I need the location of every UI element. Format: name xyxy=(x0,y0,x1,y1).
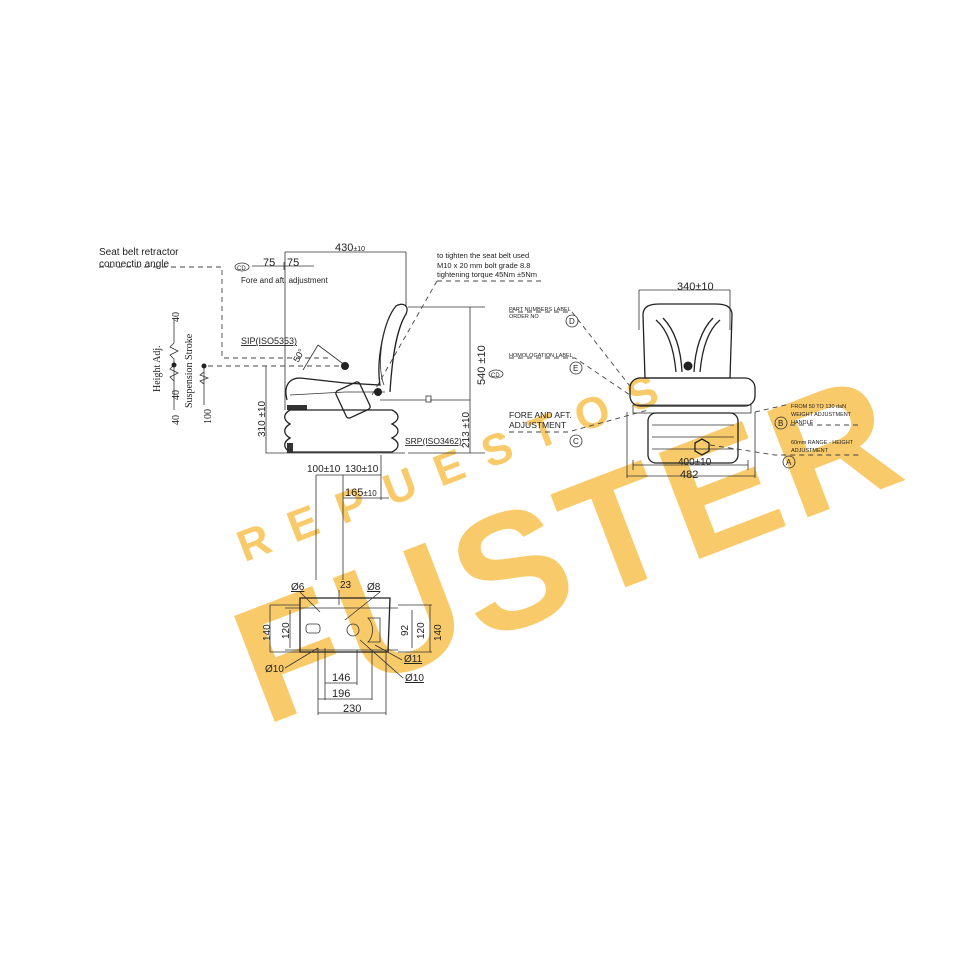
srp-label: SRP(ISO3462) xyxy=(405,436,462,446)
height-dim: 540 ±10 xyxy=(476,345,488,385)
cd-mark: CD xyxy=(237,266,246,272)
dim-100: 100±10 xyxy=(307,464,341,475)
height-adj-bottom: 40 xyxy=(171,415,182,425)
fore-aft-right: 75 xyxy=(287,257,299,269)
svg-text:A: A xyxy=(786,458,792,467)
suspension-label: Suspension Stroke xyxy=(184,333,195,408)
callout-a: A xyxy=(782,455,796,469)
seat-side-drawing xyxy=(284,303,432,453)
part-numbers-label: PART NUMBERS LABEL xyxy=(509,307,571,313)
fore-aft-2: ADJUSTMENT xyxy=(509,420,566,430)
watermark: REPUESTOS FUSTER xyxy=(211,337,927,758)
height-adj-top: 40 xyxy=(171,390,182,400)
weight-2: WEIGHT ADJUSTMENT xyxy=(791,412,852,418)
dim-23: 23 xyxy=(340,580,352,591)
right-92: 92 xyxy=(400,624,411,636)
height-adj-top-value: 40 xyxy=(171,312,182,322)
width-top: 340±10 xyxy=(677,281,714,293)
retractor-label-1: Seat belt retractor xyxy=(99,247,179,258)
base-height: 310 ±10 xyxy=(257,400,268,437)
dim-165: 165±10 xyxy=(345,487,377,499)
weight-1: FROM 50 TO 130 daN xyxy=(791,404,846,410)
front-view: 340±10 400±10 482 PART NUMBERS LABEL ORD… xyxy=(509,281,860,481)
height-range-1: 60mm RANGE - HEIGHT xyxy=(791,440,854,446)
torque-note-1: to tighten the seat belt used xyxy=(437,251,529,260)
svg-text:C: C xyxy=(573,437,579,446)
dim-196: 196 xyxy=(332,688,350,700)
dim-130: 130±10 xyxy=(345,464,379,475)
width-total: 482 xyxy=(680,469,698,481)
suspension-value: 100 xyxy=(203,409,214,424)
sip-label: SIP(ISO5353) xyxy=(241,336,297,346)
side-view: Seat belt retractor connectin angle CD 7… xyxy=(99,242,545,580)
d11: Ø11 xyxy=(404,654,423,665)
torque-note-3: tightening torque 45Nm ±5Nm xyxy=(437,270,537,279)
callout-c: C xyxy=(569,434,583,448)
height-range-2: ADJUSTMENT xyxy=(791,448,829,454)
d10-right: Ø10 xyxy=(405,673,424,684)
svg-text:D: D xyxy=(569,317,575,326)
fore-aft-1: FORE AND AFT. xyxy=(509,410,572,420)
d8: Ø8 xyxy=(367,582,381,593)
torque-note-2: M10 x 20 mm bolt grade 8.8 xyxy=(437,261,530,270)
homologation-label: HOMOLOGATION LABEL xyxy=(509,353,573,359)
retractor-label-2: connectin angle xyxy=(99,259,169,270)
d6: Ø6 xyxy=(291,582,305,593)
svg-text:B: B xyxy=(778,419,783,428)
callout-e: E xyxy=(569,361,583,375)
dim-146: 146 xyxy=(332,672,350,684)
angle: 50° xyxy=(291,347,307,364)
height-adj-label: Height Adj. xyxy=(152,345,163,392)
fore-aft-left: 75 xyxy=(263,257,275,269)
weight-3: HANDLE xyxy=(791,420,814,426)
order-no: ORDER NO xyxy=(509,314,539,320)
dim-230: 230 xyxy=(343,703,361,715)
left-120: 120 xyxy=(281,622,292,639)
width-dim: 430±10 xyxy=(335,242,365,254)
svg-text:E: E xyxy=(573,364,578,373)
width-base: 400±10 xyxy=(678,457,712,468)
right-140: 140 xyxy=(433,624,444,641)
callout-b: B xyxy=(774,416,788,430)
srp-height: 213 ±10 xyxy=(461,411,472,448)
right-120: 120 xyxy=(416,622,427,639)
d10-left: Ø10 xyxy=(265,664,284,675)
callout-d: D xyxy=(565,314,579,328)
cd-mark-right: CD xyxy=(491,373,500,379)
left-140: 140 xyxy=(262,624,273,641)
base-plate-view: 140 120 92 120 140 Ø6 23 Ø8 Ø10 Ø11 Ø10 … xyxy=(262,580,444,715)
